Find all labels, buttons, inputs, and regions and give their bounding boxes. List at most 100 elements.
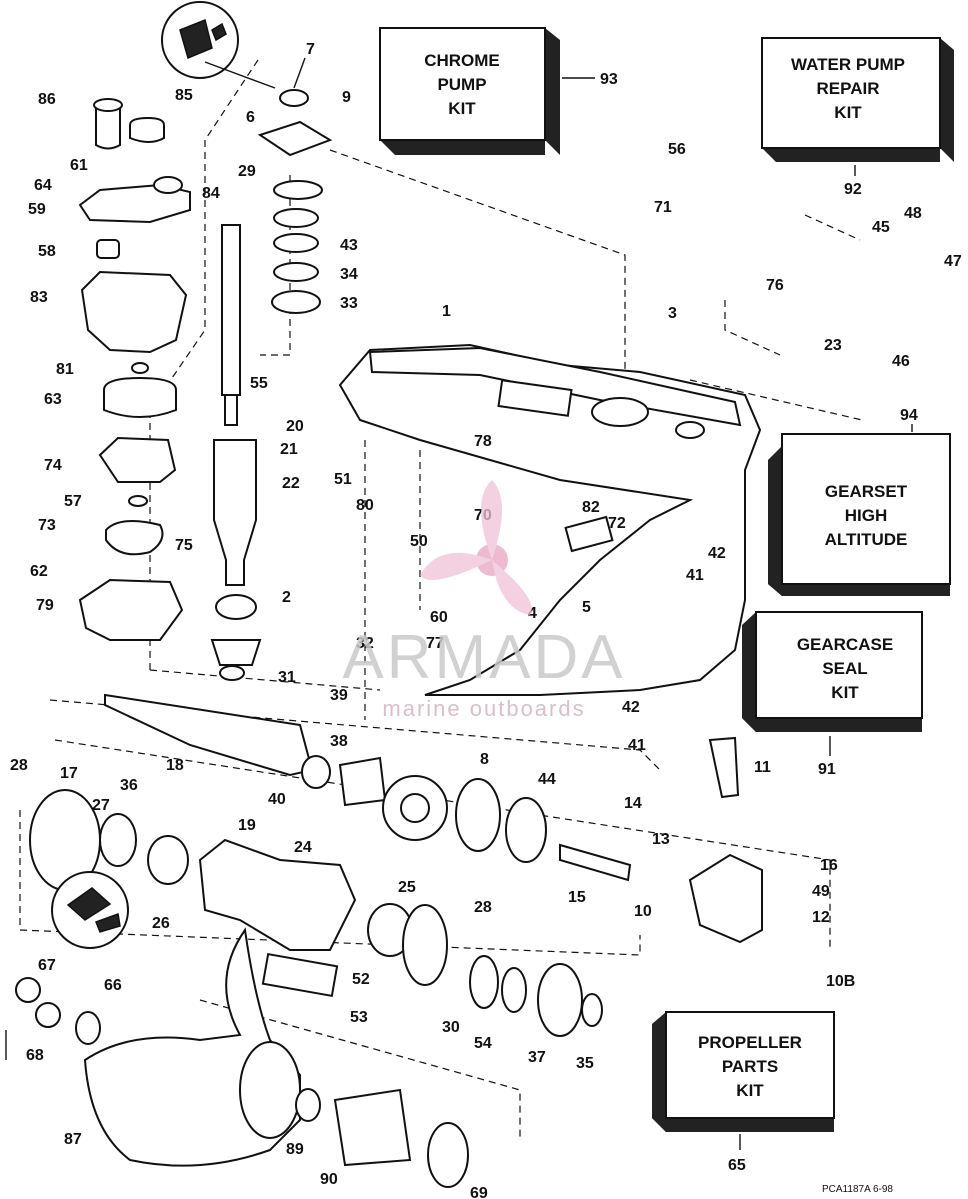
ref-50: 50 (410, 533, 428, 550)
ref-45: 45 (872, 219, 890, 236)
lubricant-can-icon (51, 871, 129, 949)
drawing-code: PCA1187A 6-98 (822, 1184, 893, 1195)
ref-91: 91 (818, 761, 836, 778)
ref-46: 46 (892, 353, 910, 370)
ref-16: 16 (820, 857, 838, 874)
ref-51: 51 (334, 471, 352, 488)
ref-52: 52 (352, 971, 370, 988)
ref-25: 25 (398, 879, 416, 896)
ref-23: 23 (824, 337, 842, 354)
ref-37: 37 (528, 1049, 546, 1066)
ref-66: 66 (104, 977, 122, 994)
kit-gearset-line3: ALTITUDE (825, 530, 908, 549)
ref-10: 10 (634, 903, 652, 920)
ref-71: 71 (654, 199, 672, 216)
ref-72: 72 (608, 515, 626, 532)
ref-65: 65 (728, 1157, 746, 1174)
ref-56: 56 (668, 141, 686, 158)
ref-20: 20 (286, 418, 304, 435)
ref-94: 94 (900, 407, 918, 424)
kit-box-gearcase-seal[interactable]: GEARCASE SEAL KIT (742, 611, 923, 732)
ref-32: 32 (356, 635, 374, 652)
ref-9: 9 (342, 89, 351, 106)
ref-54: 54 (474, 1035, 492, 1052)
ref-77: 77 (426, 635, 444, 652)
ref-87: 87 (64, 1131, 82, 1148)
ref-2: 2 (282, 589, 291, 606)
ref-83: 83 (30, 289, 48, 306)
ref-57: 57 (64, 493, 82, 510)
kit-box-chrome-pump[interactable]: CHROME PUMP KIT (379, 27, 560, 155)
ref-89: 89 (286, 1141, 304, 1158)
ref-18: 18 (166, 757, 184, 774)
ref-39: 39 (330, 687, 348, 704)
ref-73: 73 (38, 517, 56, 534)
ref-63: 63 (44, 391, 62, 408)
ref-78: 78 (474, 433, 492, 450)
watermark-tagline: marine outboards (382, 696, 585, 721)
ref-61: 61 (70, 157, 88, 174)
ref-67: 67 (38, 957, 56, 974)
ref-31: 31 (278, 669, 296, 686)
kit-box-water-pump[interactable]: WATER PUMP REPAIR KIT (761, 37, 954, 162)
pump-housing-parts[interactable] (78, 98, 191, 641)
part-reference-numbers: 7 9 86 85 6 61 29 64 84 59 43 58 34 83 3… (10, 41, 962, 1199)
kit-box-propeller[interactable]: PROPELLER PARTS KIT (652, 1011, 835, 1132)
kit-chrome-pump-line1: CHROME (424, 51, 500, 70)
propeller[interactable] (5, 927, 469, 1188)
ref-75: 75 (175, 537, 193, 554)
kit-gearcase-seal-line3: KIT (831, 683, 859, 702)
ref-7: 7 (306, 41, 315, 58)
ref-11: 11 (754, 759, 771, 776)
ref-42a: 42 (708, 545, 726, 562)
ref-43: 43 (340, 237, 358, 254)
ref-74: 74 (44, 457, 62, 474)
kit-chrome-pump-line2: PUMP (437, 75, 486, 94)
ref-12: 12 (812, 909, 830, 926)
ref-64: 64 (34, 177, 52, 194)
kit-gearset-line2: HIGH (845, 506, 888, 525)
kit-water-pump-line3: KIT (834, 103, 862, 122)
ref-93: 93 (600, 71, 618, 88)
lubricant-can-icon (161, 1, 276, 89)
ref-55: 55 (250, 375, 268, 392)
ref-22: 22 (282, 475, 300, 492)
ref-21: 21 (280, 441, 298, 458)
ref-49: 49 (812, 883, 830, 900)
ref-47: 47 (944, 253, 962, 270)
watermark: ARMADA marine outboards (342, 480, 623, 721)
gearcase-housing[interactable] (338, 343, 762, 696)
ref-62: 62 (30, 563, 48, 580)
ref-10b: 10B (826, 973, 855, 990)
ref-44: 44 (538, 771, 556, 788)
ref-13: 13 (652, 831, 670, 848)
ref-8: 8 (480, 751, 489, 768)
ref-81: 81 (56, 361, 74, 378)
lower-unit-parts[interactable] (29, 693, 763, 1037)
ref-14: 14 (624, 795, 642, 812)
dashed-assembly-lines (19, 59, 863, 1140)
ref-4: 4 (528, 605, 537, 622)
ref-90: 90 (320, 1171, 338, 1188)
ref-5: 5 (582, 599, 591, 616)
ref-41a: 41 (686, 567, 704, 584)
driveshaft-parts[interactable] (210, 89, 333, 681)
ref-36: 36 (120, 777, 138, 794)
ref-85: 85 (175, 87, 193, 104)
ref-3: 3 (668, 305, 677, 322)
ref-1: 1 (442, 303, 451, 320)
ref-19: 19 (238, 817, 256, 834)
ref-33: 33 (340, 295, 358, 312)
ref-34: 34 (340, 266, 358, 283)
ref-17: 17 (60, 765, 78, 782)
kit-water-pump-line1: WATER PUMP (791, 55, 905, 74)
ref-28b: 28 (474, 899, 492, 916)
ref-68: 68 (26, 1047, 44, 1064)
ref-29: 29 (238, 163, 256, 180)
ref-59: 59 (28, 201, 46, 218)
ref-84: 84 (202, 185, 220, 202)
propeller-icon (420, 480, 532, 615)
ref-76: 76 (766, 277, 784, 294)
kit-box-gearset[interactable]: GEARSET HIGH ALTITUDE (768, 433, 951, 596)
